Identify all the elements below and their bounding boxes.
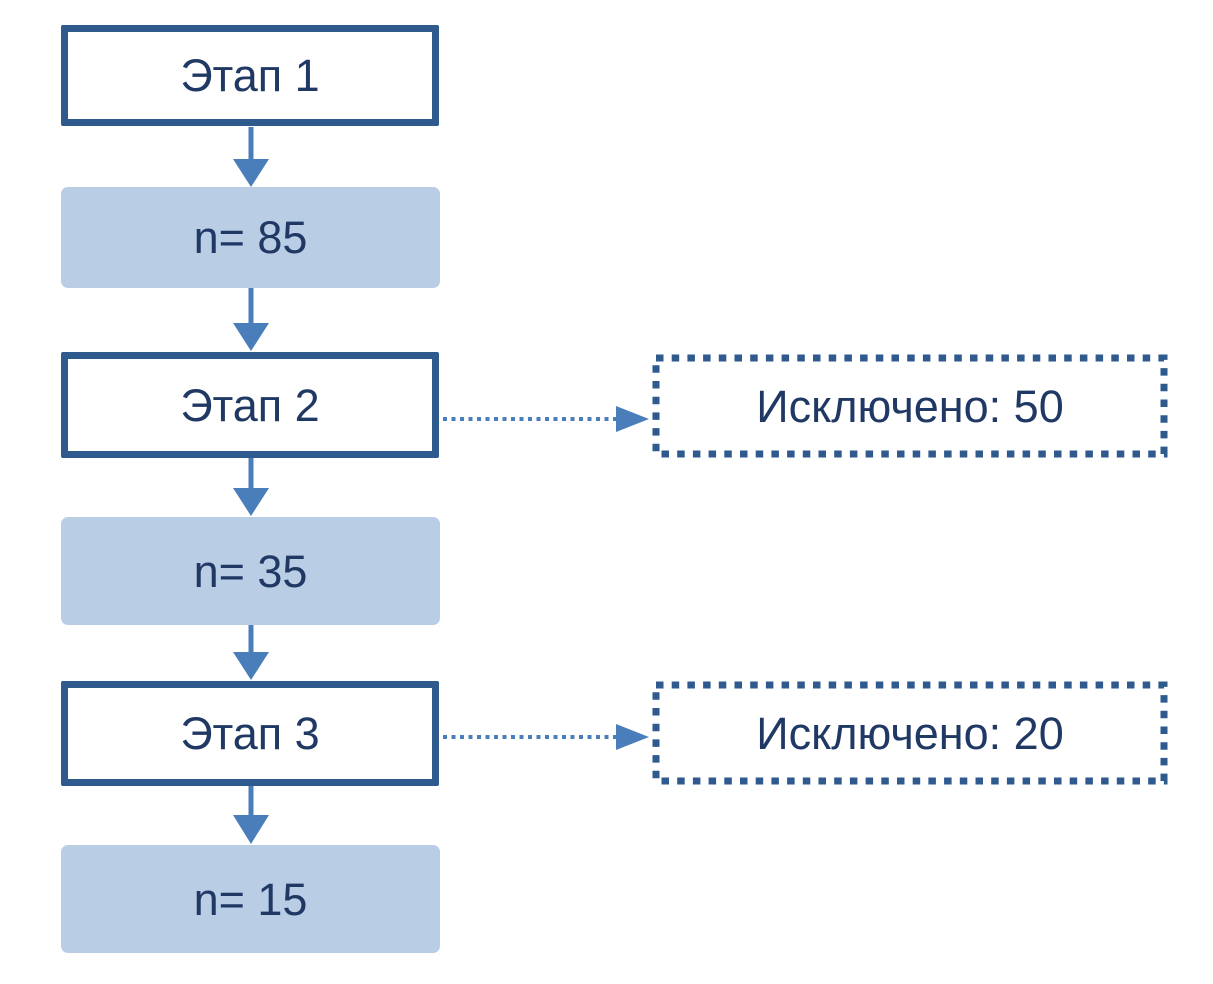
down-arrow-1-head <box>233 159 269 187</box>
excluded-box-2-label: Исключено: 20 <box>756 707 1064 759</box>
count-box-1-label: n= 85 <box>193 212 308 263</box>
down-arrow-3-head <box>233 488 269 516</box>
count-box-2-label: n= 35 <box>193 545 308 597</box>
stage-box-3-label: Этап 3 <box>180 708 320 759</box>
dotted-arrow-1-head <box>616 406 649 432</box>
stage-box-3: Этап 3 <box>61 681 439 786</box>
down-arrow-4-head <box>233 652 269 680</box>
dotted-arrow-2-head <box>616 724 649 750</box>
stage-box-1: Этап 1 <box>61 25 439 126</box>
excluded-box-2: Исключено: 20 <box>652 681 1168 785</box>
excluded-box-1-label: Исключено: 50 <box>756 380 1064 432</box>
down-arrow-2-head <box>233 323 269 351</box>
stage-box-2: Этап 2 <box>61 352 439 458</box>
count-box-2: n= 35 <box>61 517 440 625</box>
count-box-1: n= 85 <box>61 187 440 288</box>
stage-box-1-label: Этап 1 <box>180 50 320 101</box>
down-arrow-5-head <box>233 815 269 844</box>
stage-box-2-label: Этап 2 <box>180 379 320 431</box>
excluded-box-1: Исключено: 50 <box>652 354 1168 458</box>
count-box-3: n= 15 <box>61 845 440 953</box>
count-box-3-label: n= 15 <box>193 873 308 925</box>
